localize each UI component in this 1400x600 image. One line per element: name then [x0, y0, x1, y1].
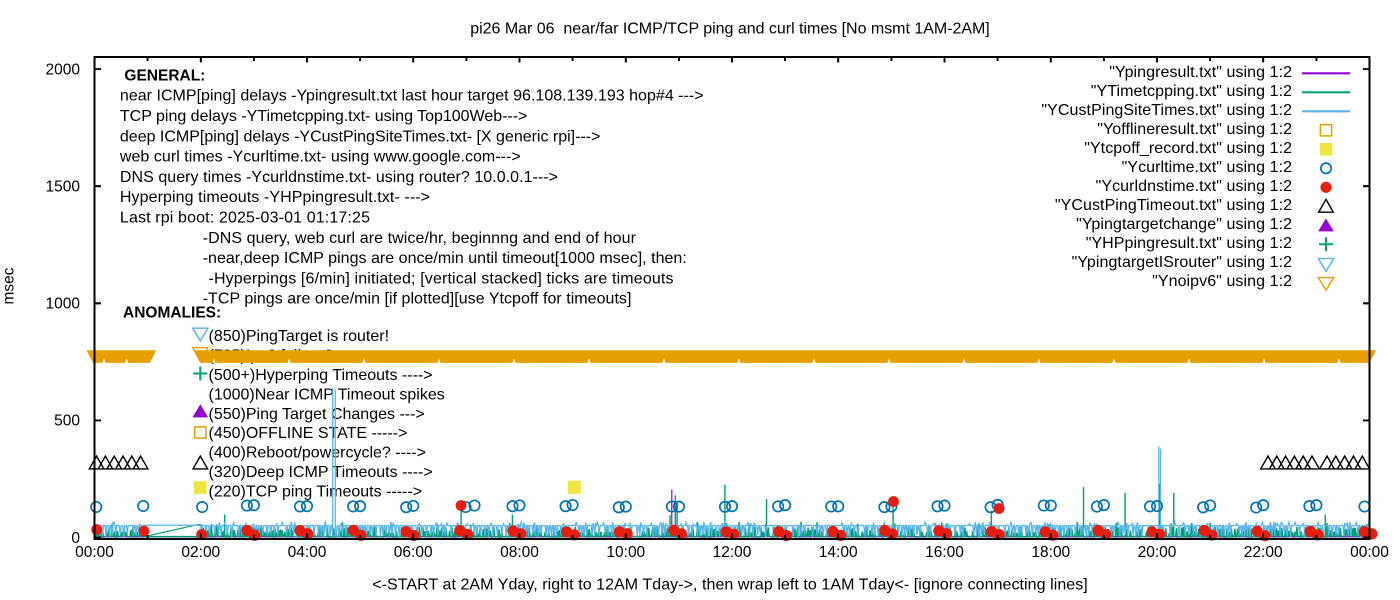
svg-text:(1000)Near ICMP Timeout spikes: (1000)Near ICMP Timeout spikes — [209, 386, 445, 403]
svg-text:Hyperping timeouts -YHPpingres: Hyperping timeouts -YHPpingresult.txt- -… — [120, 189, 430, 206]
svg-text:-near,deep ICMP pings are once: -near,deep ICMP pings are once/min until… — [203, 250, 687, 267]
svg-text:(220)TCP ping Timeouts ----->: (220)TCP ping Timeouts -----> — [209, 483, 423, 500]
svg-text:"YTimetcpping.txt" using 1:2: "YTimetcpping.txt" using 1:2 — [1091, 83, 1292, 100]
svg-text:-Hyperpings [6/min] initiated;: -Hyperpings [6/min] initiated; [vertical… — [209, 270, 674, 287]
svg-text:(850)PingTarget is router!: (850)PingTarget is router! — [209, 328, 390, 345]
svg-text:16:00: 16:00 — [925, 544, 964, 561]
svg-text:00:00: 00:00 — [1350, 544, 1389, 561]
svg-text:(500+)Hyperping Timeouts ---->: (500+)Hyperping Timeouts ----> — [209, 367, 433, 384]
svg-text:"Ytcpoff_record.txt" using 1:2: "Ytcpoff_record.txt" using 1:2 — [1084, 140, 1292, 157]
svg-text:02:00: 02:00 — [181, 544, 220, 561]
svg-text:1000: 1000 — [46, 296, 81, 313]
svg-text:(450)OFFLINE STATE ----->: (450)OFFLINE STATE -----> — [209, 425, 408, 442]
svg-text:04:00: 04:00 — [288, 544, 327, 561]
svg-text:08:00: 08:00 — [500, 544, 539, 561]
svg-text:"YHPpingresult.txt" using 1:2: "YHPpingresult.txt" using 1:2 — [1086, 235, 1292, 252]
svg-text:near ICMP[ping] delays -Ypingr: near ICMP[ping] delays -Ypingresult.txt … — [120, 88, 704, 105]
svg-text:-DNS query, web curl are twice: -DNS query, web curl are twice/hr, begin… — [203, 230, 637, 247]
svg-text:00:00: 00:00 — [75, 544, 114, 561]
svg-text:2000: 2000 — [46, 61, 81, 78]
svg-text:"YpingtargetISrouter" using 1:: "YpingtargetISrouter" using 1:2 — [1072, 254, 1292, 271]
svg-text:20:00: 20:00 — [1138, 544, 1177, 561]
svg-text:18:00: 18:00 — [1031, 544, 1070, 561]
svg-text:pi26 Mar 06 near/far ICMP/TCP: pi26 Mar 06 near/far ICMP/TCP ping and c… — [470, 21, 990, 38]
svg-text:14:00: 14:00 — [819, 544, 858, 561]
svg-text:1500: 1500 — [46, 179, 81, 196]
svg-text:22:00: 22:00 — [1244, 544, 1283, 561]
svg-text:(400)Reboot/powercycle? ---->: (400)Reboot/powercycle? ----> — [209, 445, 426, 462]
svg-text:"Ycurltime.txt" using 1:2: "Ycurltime.txt" using 1:2 — [1122, 159, 1292, 176]
svg-text:(320)Deep ICMP Timeouts ---->: (320)Deep ICMP Timeouts ----> — [209, 464, 433, 481]
svg-text:"Ypingtargetchange" using 1:2: "Ypingtargetchange" using 1:2 — [1076, 216, 1292, 233]
svg-text:"Ypingresult.txt" using 1:2: "Ypingresult.txt" using 1:2 — [1109, 64, 1292, 81]
svg-text:"Ynoipv6" using 1:2: "Ynoipv6" using 1:2 — [1152, 273, 1292, 290]
svg-text:TCP ping delays -YTimetcpping.: TCP ping delays -YTimetcpping.txt- using… — [120, 108, 528, 125]
svg-text:-TCP pings are once/min [if pl: -TCP pings are once/min [if plotted][use… — [203, 291, 632, 308]
svg-text:"YCustPingTimeout.txt" using 1: "YCustPingTimeout.txt" using 1:2 — [1055, 197, 1292, 214]
svg-text:(550)Ping Target Changes --->: (550)Ping Target Changes ---> — [209, 406, 425, 423]
svg-text:10:00: 10:00 — [606, 544, 645, 561]
svg-text:ANOMALIES:: ANOMALIES: — [123, 305, 221, 322]
svg-text:deep ICMP[ping] delays -YCustP: deep ICMP[ping] delays -YCustPingSiteTim… — [120, 128, 601, 145]
svg-text:12:00: 12:00 — [713, 544, 752, 561]
svg-text:DNS query times -Ycurldnstime.: DNS query times -Ycurldnstime.txt- using… — [120, 169, 558, 186]
svg-text:500: 500 — [54, 413, 80, 430]
svg-text:06:00: 06:00 — [394, 544, 433, 561]
svg-text:"Yofflineresult.txt" using 1:2: "Yofflineresult.txt" using 1:2 — [1097, 121, 1292, 138]
svg-text:GENERAL:: GENERAL: — [124, 67, 205, 84]
svg-text:Last rpi boot: 2025-03-01 01:1: Last rpi boot: 2025-03-01 01:17:25 — [120, 210, 370, 227]
svg-text:"YCustPingSiteTimes.txt" using: "YCustPingSiteTimes.txt" using 1:2 — [1041, 102, 1292, 119]
svg-text:"Ycurldnstime.txt" using 1:2: "Ycurldnstime.txt" using 1:2 — [1096, 178, 1292, 195]
svg-text:web curl times -Ycurltime.txt-: web curl times -Ycurltime.txt- using www… — [119, 149, 521, 166]
svg-text:0: 0 — [71, 530, 80, 547]
svg-text:<-START at 2AM Yday, right to: <-START at 2AM Yday, right to 12AM Tday-… — [372, 577, 1088, 594]
svg-text:msec: msec — [1, 267, 18, 304]
